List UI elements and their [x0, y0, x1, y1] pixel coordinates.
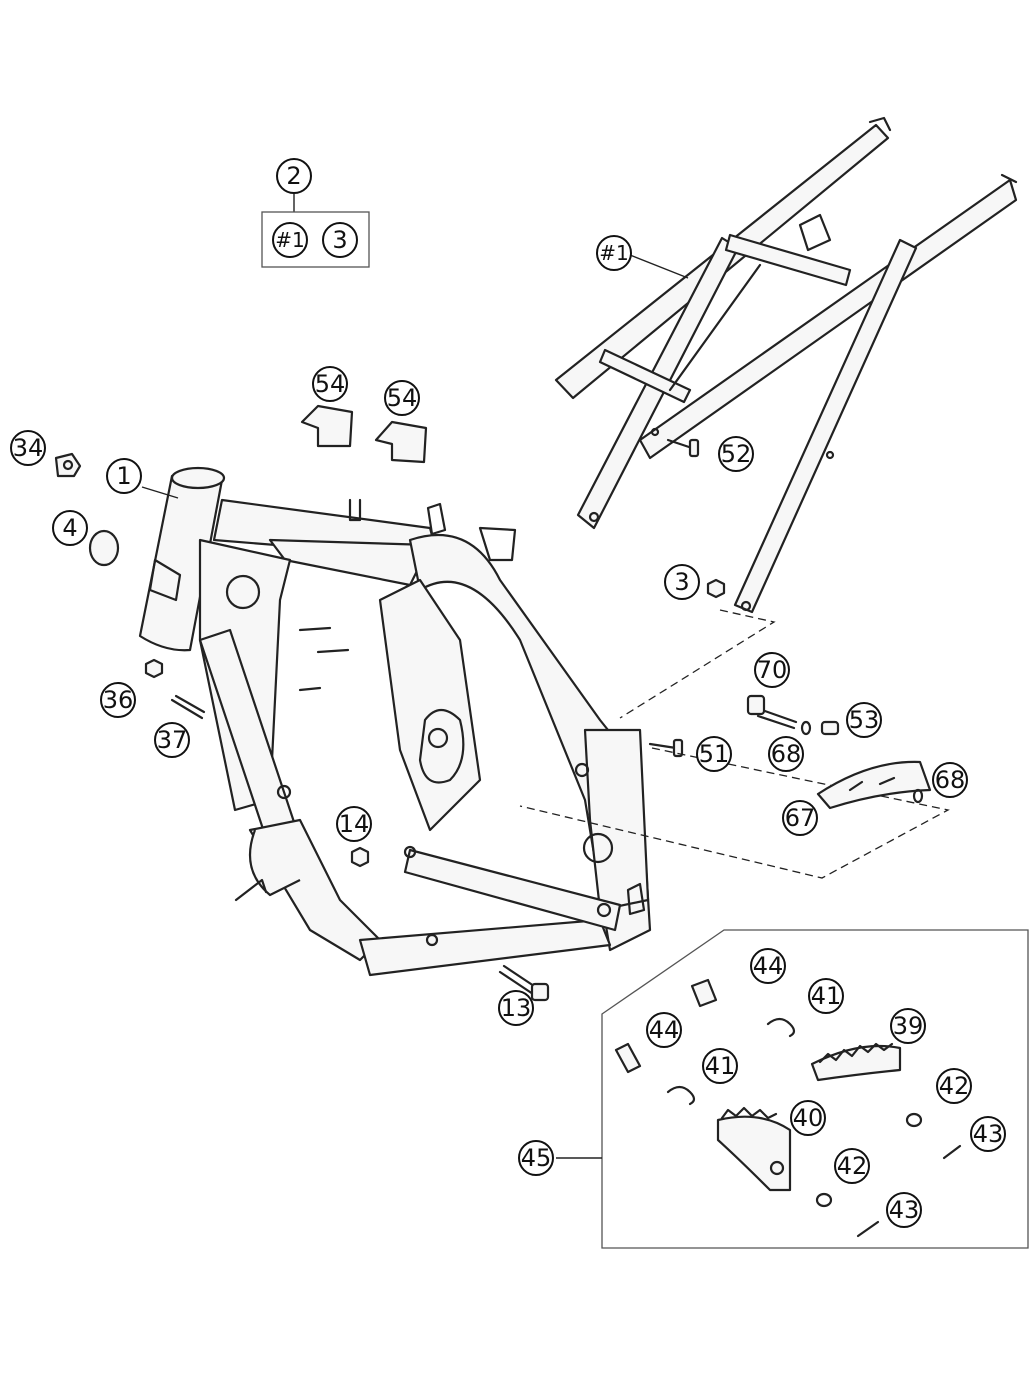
callout-14: 14: [336, 806, 372, 842]
callout-40: 40: [790, 1100, 826, 1136]
callout-67: 67: [782, 800, 818, 836]
callout-43-a: 43: [970, 1116, 1006, 1152]
callout-68-b: 68: [932, 762, 968, 798]
nut-3: [706, 578, 726, 599]
main-frame: [138, 466, 652, 977]
svg-text:45: 45: [521, 1144, 552, 1172]
callout-44-a: 44: [750, 948, 786, 984]
callout-3: 3: [664, 564, 700, 600]
svg-text:4: 4: [62, 514, 77, 542]
callout-2: 2: [276, 158, 312, 194]
callout-13: 13: [498, 990, 534, 1026]
svg-text:44: 44: [649, 1016, 680, 1044]
callout-1: 1: [106, 458, 142, 494]
callout-52: 52: [718, 436, 754, 472]
cap-4: [88, 529, 120, 567]
svg-text:68: 68: [771, 740, 802, 768]
svg-text:51: 51: [699, 740, 730, 768]
svg-text:37: 37: [157, 726, 188, 754]
svg-text:14: 14: [339, 810, 370, 838]
bolt-13: [498, 964, 550, 1002]
callout-54-b: 54: [384, 380, 420, 416]
callout-h1: #1: [596, 235, 632, 271]
callout-3-kit: 3: [322, 222, 358, 258]
callout-39: 39: [890, 1008, 926, 1044]
clip-34: [54, 452, 82, 478]
callout-68-a: 68: [768, 736, 804, 772]
bolt-70: [746, 694, 798, 730]
svg-text:43: 43: [889, 1196, 920, 1224]
callout-34: 34: [10, 430, 46, 466]
washer-68-a: [800, 720, 812, 736]
svg-text:42: 42: [837, 1152, 868, 1180]
guard-67: [816, 760, 932, 810]
decal-54-b: [374, 420, 428, 464]
svg-text:1: 1: [116, 462, 131, 490]
nut-36: [144, 658, 164, 679]
bolt-37: [170, 694, 206, 720]
svg-text:13: 13: [501, 994, 532, 1022]
decal-54-a: [300, 404, 354, 448]
svg-text:34: 34: [13, 434, 44, 462]
svg-text:67: 67: [785, 804, 816, 832]
svg-text:70: 70: [757, 656, 788, 684]
assembly-lines: [519, 609, 950, 879]
svg-text:41: 41: [705, 1052, 736, 1080]
svg-text:36: 36: [103, 686, 134, 714]
callout-36: 36: [100, 682, 136, 718]
svg-text:54: 54: [387, 384, 418, 412]
svg-text:43: 43: [973, 1120, 1004, 1148]
spacer-53: [820, 720, 840, 736]
nut-14: [350, 846, 370, 868]
callout-44-b: 44: [646, 1012, 682, 1048]
subframe: [554, 116, 1018, 614]
callout-41-a: 41: [808, 978, 844, 1014]
bolt-52: [666, 438, 700, 458]
svg-text:#1: #1: [275, 228, 304, 252]
footpeg-group: [556, 929, 1029, 1249]
svg-text:39: 39: [893, 1012, 924, 1040]
svg-text:2: 2: [286, 162, 301, 190]
svg-text:40: 40: [793, 1104, 824, 1132]
svg-text:53: 53: [849, 706, 880, 734]
washer-68-b: [912, 788, 924, 804]
svg-text:42: 42: [939, 1072, 970, 1100]
callout-41-b: 41: [702, 1048, 738, 1084]
svg-text:68: 68: [935, 766, 966, 794]
svg-text:44: 44: [753, 952, 784, 980]
callout-43-b: 43: [886, 1192, 922, 1228]
callout-h1-kit: #1: [272, 222, 308, 258]
callout-45: 45: [518, 1140, 554, 1176]
svg-text:54: 54: [315, 370, 346, 398]
kit-group: [261, 194, 370, 268]
svg-text:3: 3: [674, 568, 689, 596]
callout-53: 53: [846, 702, 882, 738]
callout-54-a: 54: [312, 366, 348, 402]
callout-4: 4: [52, 510, 88, 546]
bolt-51: [648, 738, 684, 758]
callout-37: 37: [154, 722, 190, 758]
svg-text:41: 41: [811, 982, 842, 1010]
svg-text:#1: #1: [599, 241, 628, 265]
svg-text:52: 52: [721, 440, 752, 468]
callout-51: 51: [696, 736, 732, 772]
callout-70: 70: [754, 652, 790, 688]
callout-42-a: 42: [936, 1068, 972, 1104]
svg-text:3: 3: [332, 226, 347, 254]
callout-42-b: 42: [834, 1148, 870, 1184]
callouts: 2 #1 3 #1 54 54 34 1 4 52 3 70 53 36 37 …: [10, 158, 1006, 1228]
